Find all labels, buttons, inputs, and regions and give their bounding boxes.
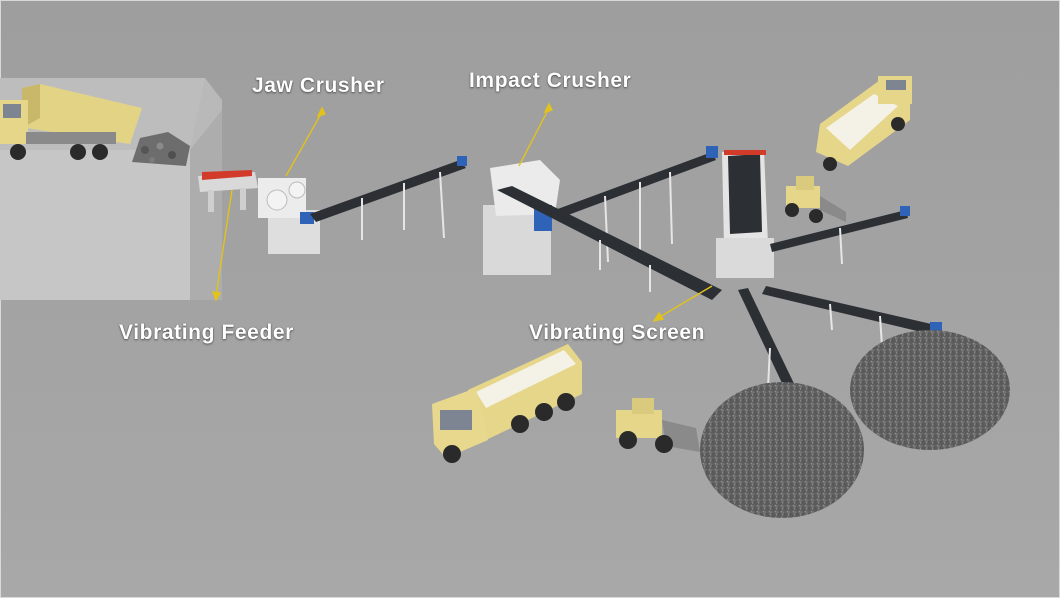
pointer-vibrating-screen-arrow [652, 311, 665, 323]
gravel-pile-center [700, 382, 864, 518]
pointer-jaw-crusher [285, 111, 323, 177]
conveyor-1 [310, 156, 467, 240]
conveyor-return [497, 186, 722, 300]
pointer-impact-crusher-arrow [543, 102, 554, 114]
pointer-vibrating-screen [657, 285, 713, 319]
gravel-pile-right [850, 330, 1010, 450]
conveyor-2 [555, 146, 718, 263]
pointer-lines [211, 102, 713, 323]
pointer-impact-crusher [518, 107, 550, 167]
label-vibrating-screen: Vibrating Screen [529, 321, 706, 344]
dump-truck-bottom [432, 344, 582, 463]
pointer-jaw-crusher-arrow [316, 106, 327, 118]
dump-truck-top-right [816, 76, 912, 171]
label-vibrating-feeder: Vibrating Feeder [119, 321, 294, 344]
impact-crusher [483, 160, 560, 275]
vibrating-screen [716, 150, 774, 278]
wheel-loader-top [785, 176, 846, 223]
dump-truck-unloading [0, 84, 142, 160]
pointer-vibrating-feeder [215, 189, 233, 297]
jaw-crusher [258, 178, 320, 254]
rock-pile [132, 132, 190, 166]
pointer-vibrating-feeder-arrow [211, 291, 222, 302]
label-impact-crusher: Impact Crusher [469, 69, 632, 92]
label-jaw-crusher: Jaw Crusher [252, 74, 385, 97]
conveyor-output-right [770, 206, 910, 265]
vibrating-feeder [198, 170, 258, 212]
wheel-loader-bottom [616, 398, 700, 453]
